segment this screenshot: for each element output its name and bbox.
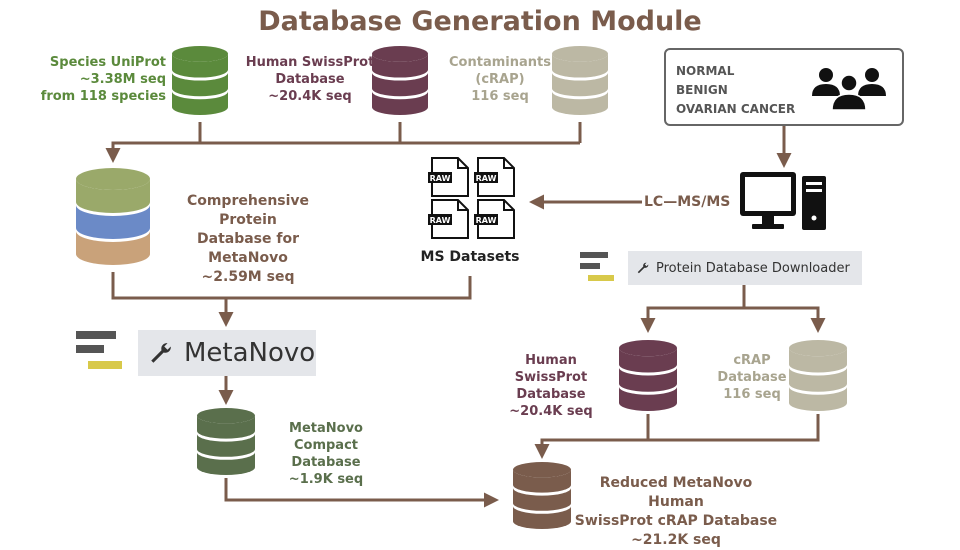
ms-datasets-label: MS Datasets [420,249,520,265]
patient-normal: NORMAL [676,64,735,78]
metanovo-banner: MetaNovo [138,330,316,376]
lcms-label: LC—MS/MS [644,194,731,210]
species-uniprot-label: Species UniProt ~3.38M seq from 118 spec… [40,55,166,104]
connector-to-human-bottom [640,306,744,333]
connector-comp-ms-merge [111,272,472,300]
raw-file-icon: RAW [428,157,469,197]
contaminants-label: Contaminants (cRAP) 116 seq [449,55,551,104]
raw-files-icon: RAW RAW RAW RAW [428,157,515,239]
connector-compact-reduced [224,478,499,508]
connector-to-reduced [534,438,648,459]
wrench-icon [637,262,649,274]
computer-icon [740,172,826,230]
downloader-logo-bars-icon [580,252,614,281]
raw-file-label: RAW [476,216,497,225]
comprehensive-db-label: Comprehensive Protein Database for MetaN… [186,193,310,285]
patient-ovarian-cancer: OVARIAN CANCER [676,102,796,116]
patient-benign: BENIGN [676,83,728,97]
downloader-label: Protein Database Downloader [656,260,850,276]
connector-to-crap-bottom [744,306,826,333]
patient-groups-box: NORMAL BENIGN OVARIAN CANCER [664,48,904,126]
crap-bottom-database-icon [789,340,847,411]
raw-file-icon: RAW [474,199,515,239]
people-group-icon [812,68,886,111]
connector-merge-top [105,141,580,163]
raw-file-icon: RAW [428,199,469,239]
metanovo-label: MetaNovo [184,338,316,368]
species-database-icon [172,46,229,115]
metanovo-logo-bars-icon [76,331,122,369]
contaminants-database-icon [552,46,608,115]
reduced-db-label: Reduced MetaNovo Human SwissProt cRAP Da… [574,475,778,548]
raw-file-label: RAW [430,174,451,183]
metanovo-compact-database-icon [197,408,255,475]
raw-file-label: RAW [476,174,497,183]
page-title: Database Generation Module [258,6,702,37]
metanovo-compact-label: MetaNovo Compact Database ~1.9K seq [288,421,364,487]
protein-database-downloader-banner: Protein Database Downloader [628,251,862,285]
comprehensive-database-icon [76,168,150,265]
crap-bottom-label: cRAP Database 116 seq [717,353,787,402]
human-swissprot-database-icon [372,46,429,115]
human-swissprot-top-label: Human SwissProt Database ~20.4K seq [245,55,375,104]
connector-bottom-merge [646,414,820,442]
raw-file-icon: RAW [474,157,515,197]
reduced-database-icon [513,462,571,529]
raw-file-label: RAW [430,216,451,225]
human-swissprot-bottom-label: Human SwissProt Database ~20.4K seq [509,353,593,419]
wrench-icon [151,343,171,363]
human-swissprot-bottom-database-icon [619,340,677,411]
